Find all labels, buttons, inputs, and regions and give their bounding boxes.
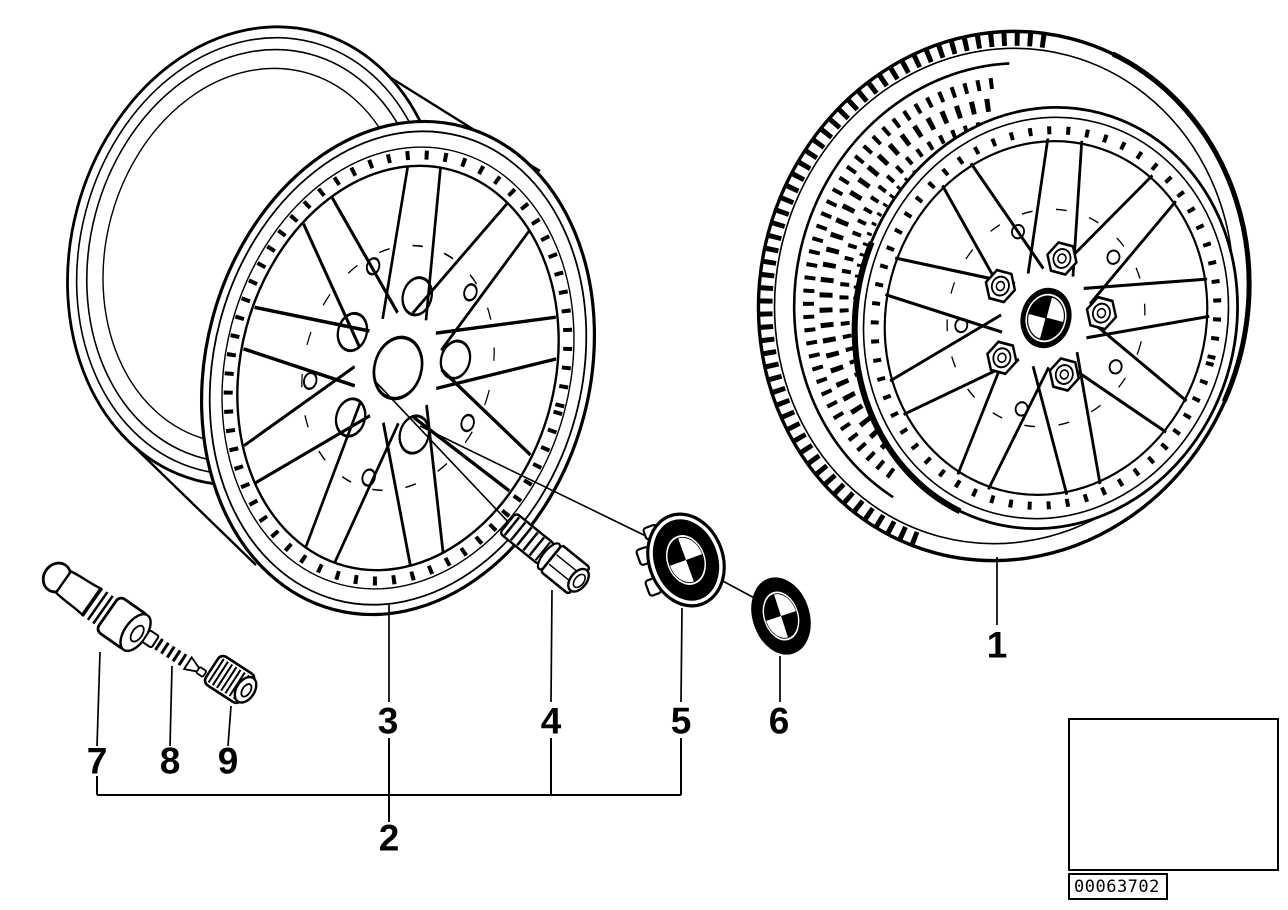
part-number-box: 00063702 [1068, 873, 1168, 900]
leader-line-rim-to-cap [419, 425, 651, 539]
callout-4[interactable]: 4 [540, 700, 562, 742]
valve-cap-drawing [203, 654, 258, 705]
front-rim-drawing [66, 25, 599, 617]
callout-3[interactable]: 3 [377, 700, 399, 742]
callout-1[interactable]: 1 [986, 624, 1008, 666]
valve-core-drawing [141, 629, 207, 678]
callout-2[interactable]: 2 [378, 817, 400, 859]
callout-8[interactable]: 8 [159, 740, 181, 782]
leader-line-rim-to-bolt [373, 379, 531, 546]
callout-6[interactable]: 6 [768, 700, 790, 742]
hub-cap-drawing [635, 512, 726, 608]
callout-9[interactable]: 9 [217, 740, 239, 782]
wheel-bolt-drawing [500, 513, 591, 595]
group-bracket [96, 738, 682, 822]
callout-7[interactable]: 7 [86, 740, 108, 782]
callout-5[interactable]: 5 [670, 700, 692, 742]
wheel-with-tire-drawing [756, 29, 1252, 563]
emblem-badge-drawing [750, 577, 812, 655]
callout-leader-lines [96, 557, 998, 747]
part-number-label: 00063702 [1074, 876, 1160, 897]
valve-stem-drawing [41, 561, 152, 653]
car-thumbnail-frame [1068, 718, 1279, 871]
